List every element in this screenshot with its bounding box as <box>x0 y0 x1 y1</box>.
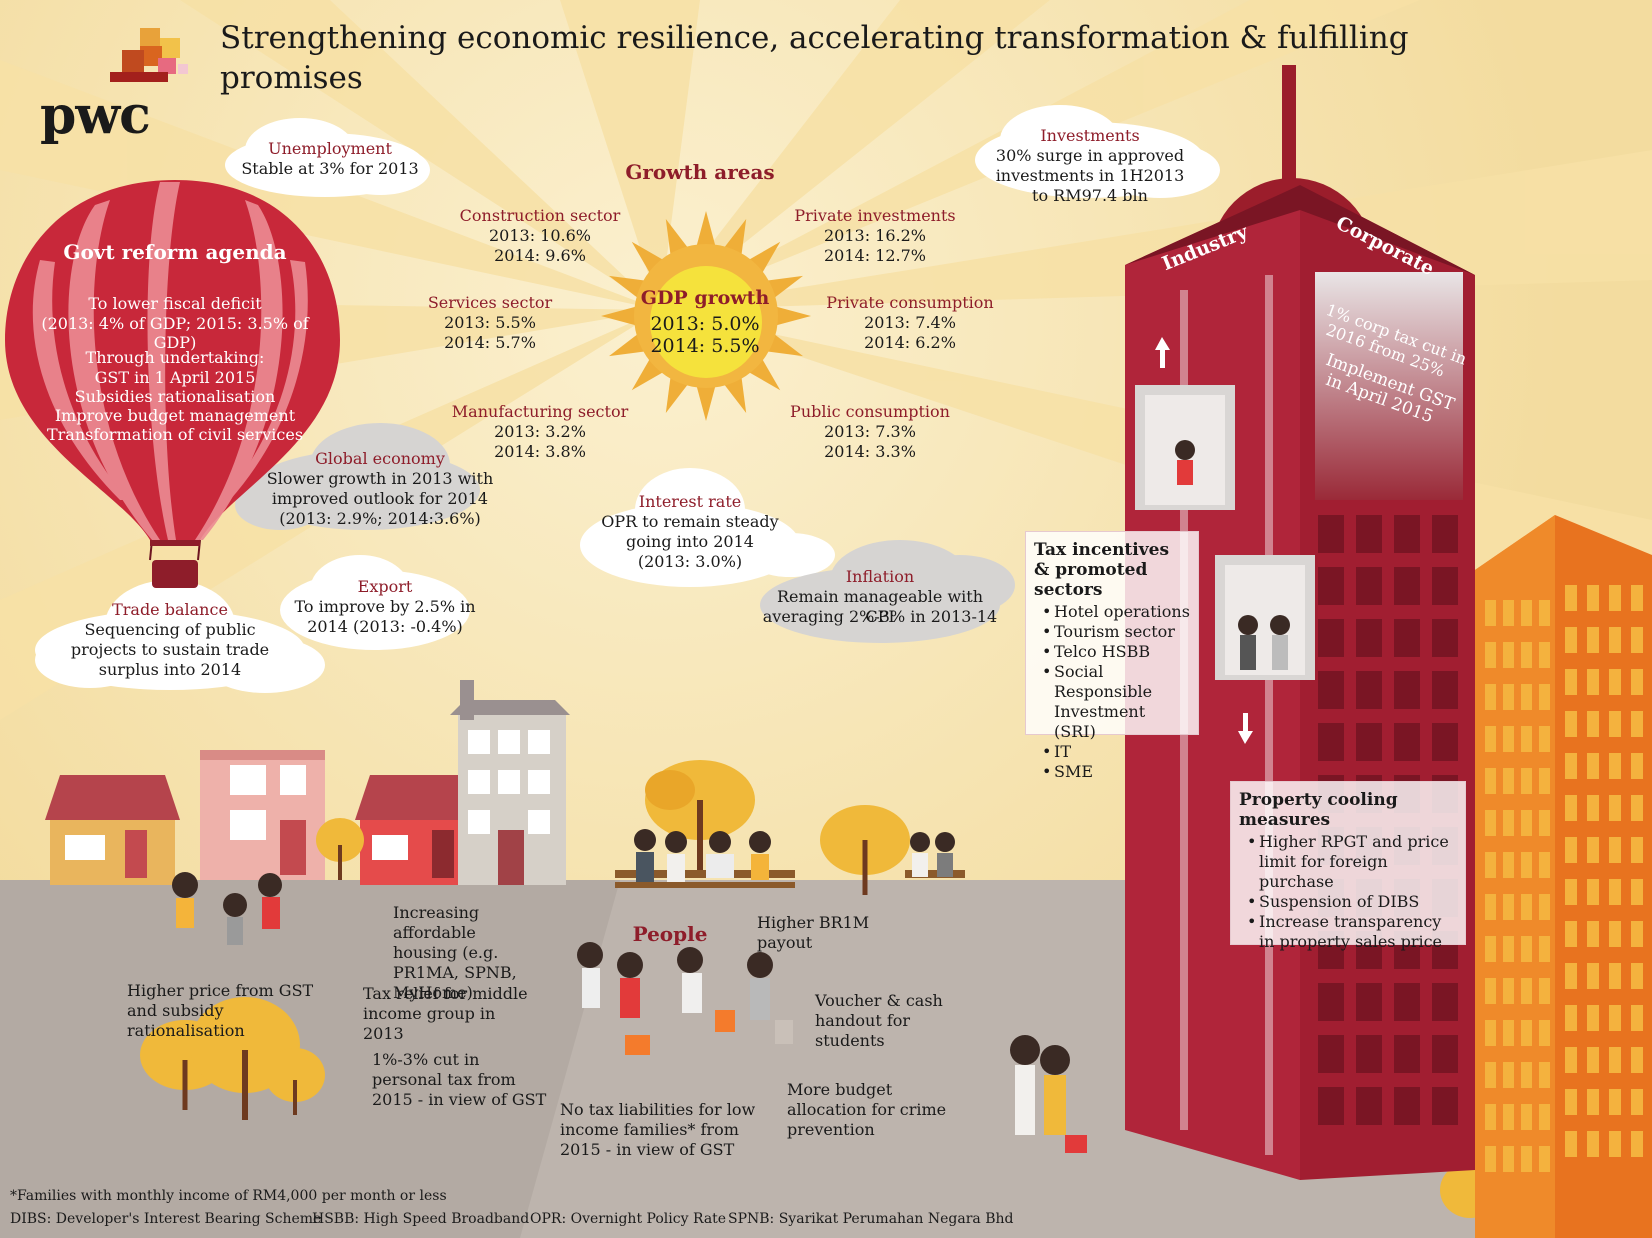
people-voucher: Voucher & cash handout for students <box>815 991 943 1050</box>
tax-incentive-item: Hotel operations <box>1042 602 1190 622</box>
investments-label: Investments <box>1040 126 1140 145</box>
private-consumption-label: Private consumption <box>826 293 994 312</box>
people-crime-prevention: More budget allocation for crime prevent… <box>787 1080 947 1139</box>
balloon-line-6: Improve budget management <box>54 406 296 425</box>
gdp-2014: 2014: 5.5% <box>650 335 760 357</box>
property-cooling-list: Higher RPGT and price limit for foreign … <box>1239 832 1457 952</box>
trade-balance-line-2: projects to sustain trade <box>70 640 270 659</box>
global-economy-line-3: (2013: 2.9%; 2014:3.6%) <box>279 509 481 528</box>
balloon-line-7: Transformation of civil services <box>46 425 304 444</box>
walking-people <box>172 872 1087 1153</box>
inflation-line-2: averaging 2%-3% in 2013-14 <box>762 607 998 626</box>
interest-rate-line-3: (2013: 3.0%) <box>637 552 743 571</box>
inflation-line-1: Remain manageable with CPI <box>777 587 983 626</box>
private-consumption-2013: 2013: 7.4% <box>864 313 956 332</box>
private-consumption-2014: 2014: 6.2% <box>864 333 956 352</box>
balloon-line-4: GST in 1 April 2015 <box>94 368 256 387</box>
people-affordable-housing: Increasing affordable housing (e.g. PR1M… <box>393 903 517 1002</box>
trade-balance-line-3: surplus into 2014 <box>98 660 242 679</box>
people-tax-relief: Tax relief for middle income group in 20… <box>363 984 528 1043</box>
private-investments-label: Private investments <box>794 206 956 225</box>
footnote-opr: OPR: Overnight Policy Rate <box>530 1211 727 1227</box>
investments-line-2: investments in 1H2013 <box>995 166 1185 185</box>
investments-line-1: 30% surge in approved <box>995 146 1185 165</box>
tax-incentive-item: SME <box>1042 762 1190 782</box>
hot-air-balloon <box>5 180 340 588</box>
tax-incentive-item: Social Responsible Investment (SRI) <box>1042 662 1190 742</box>
tax-incentive-item: Telco HSBB <box>1042 642 1190 662</box>
construction-2013: 2013: 10.6% <box>488 226 592 245</box>
people-no-tax-liabilities: No tax liabilities for low income famili… <box>560 1100 756 1159</box>
interest-rate-label: Interest rate <box>638 492 742 511</box>
people-heading: People <box>632 922 708 946</box>
tax-incentive-item: IT <box>1042 742 1190 762</box>
balloon-line-5: Subsidies rationalisation <box>74 387 276 406</box>
export-line-2: 2014 (2013: -0.4%) <box>307 617 463 636</box>
sun <box>601 211 811 421</box>
global-economy-line-2: improved outlook for 2014 <box>271 489 489 508</box>
inflation-label: Inflation <box>845 567 915 586</box>
footnote-families: *Families with monthly income of RM4,000… <box>10 1188 447 1204</box>
construction-2014: 2014: 9.6% <box>494 246 586 265</box>
property-cooling-box: Property cooling measures Higher RPGT an… <box>1230 781 1466 951</box>
people-higher-price: Higher price from GST and subsidy ration… <box>127 981 314 1040</box>
investments-line-3: to RM97.4 bln <box>1032 186 1148 205</box>
property-cooling-heading: Property cooling measures <box>1239 790 1398 830</box>
tax-incentive-item: Tourism sector <box>1042 622 1190 642</box>
public-consumption-2014: 2014: 3.3% <box>824 442 916 461</box>
unemployment-label: Unemployment <box>268 139 392 158</box>
property-cooling-item: Higher RPGT and price limit for foreign … <box>1247 832 1457 892</box>
manufacturing-label: Manufacturing sector <box>451 402 629 421</box>
interest-rate-line-1: OPR to remain steady <box>601 512 779 531</box>
clouds <box>35 105 1220 693</box>
trade-balance-line-1: Sequencing of public <box>84 620 256 639</box>
services-label: Services sector <box>427 293 553 312</box>
public-consumption-2013: 2013: 7.3% <box>824 422 916 441</box>
corporate-tower <box>1125 65 1475 1180</box>
tax-incentives-box: Tax incentives & promoted sectors Hotel … <box>1025 531 1199 782</box>
trade-balance-label: Trade balance <box>112 600 228 619</box>
footnote-spnb: SPNB: Syarikat Perumahan Negara Bhd <box>728 1211 1014 1227</box>
balloon-line-1: To lower fiscal deficit <box>88 294 262 313</box>
private-investments-2014: 2014: 12.7% <box>823 246 927 265</box>
tax-incentives-heading: Tax incentives & promoted sectors <box>1034 540 1170 600</box>
balloon-line-2: (2013: 4% of GDP; 2015: 3.5% of GDP) <box>41 314 309 352</box>
park-benches <box>615 829 965 888</box>
gdp-label: GDP growth <box>640 287 770 309</box>
growth-areas-heading: Growth areas <box>625 160 775 184</box>
unemployment-text: Stable at 3% for 2013 <box>241 159 419 178</box>
private-investments-2013: 2013: 16.2% <box>823 226 927 245</box>
page-title: Strengthening economic resilience, accel… <box>220 20 1409 96</box>
manufacturing-2014: 2014: 3.8% <box>494 442 586 461</box>
services-2013: 2013: 5.5% <box>444 313 536 332</box>
public-consumption-label: Public consumption <box>790 402 950 421</box>
gdp-2013: 2013: 5.0% <box>650 313 760 335</box>
manufacturing-2013: 2013: 3.2% <box>494 422 586 441</box>
orange-building <box>1475 515 1652 1238</box>
balloon-line-3: Through undertaking: <box>85 348 265 367</box>
people-personal-tax-cut: 1%-3% cut in personal tax from 2015 - in… <box>372 1050 547 1109</box>
property-cooling-item: Increase transparency in property sales … <box>1247 912 1457 952</box>
interest-rate-line-2: going into 2014 <box>626 532 754 551</box>
pwc-logo-text: pwc <box>40 85 151 146</box>
property-cooling-item: Suspension of DIBS <box>1247 892 1457 912</box>
export-line-1: To improve by 2.5% in <box>294 597 476 616</box>
grey-clouds <box>235 423 1015 643</box>
export-label: Export <box>357 577 413 596</box>
global-economy-label: Global economy <box>315 449 445 468</box>
pwc-logo-mark <box>110 28 188 82</box>
houses <box>45 680 570 885</box>
services-2014: 2014: 5.7% <box>444 333 536 352</box>
construction-label: Construction sector <box>459 206 621 225</box>
footnote-hsbb: HSBB: High Speed Broadband <box>312 1211 530 1227</box>
footnote-dibs: DIBS: Developer's Interest Bearing Schem… <box>10 1211 322 1227</box>
people-br1m: Higher BR1M payout <box>757 913 870 952</box>
tax-incentives-list: Hotel operations Tourism sector Telco HS… <box>1034 602 1190 782</box>
balloon-heading: Govt reform agenda <box>63 240 287 264</box>
global-economy-line-1: Slower growth in 2013 with <box>266 469 494 488</box>
